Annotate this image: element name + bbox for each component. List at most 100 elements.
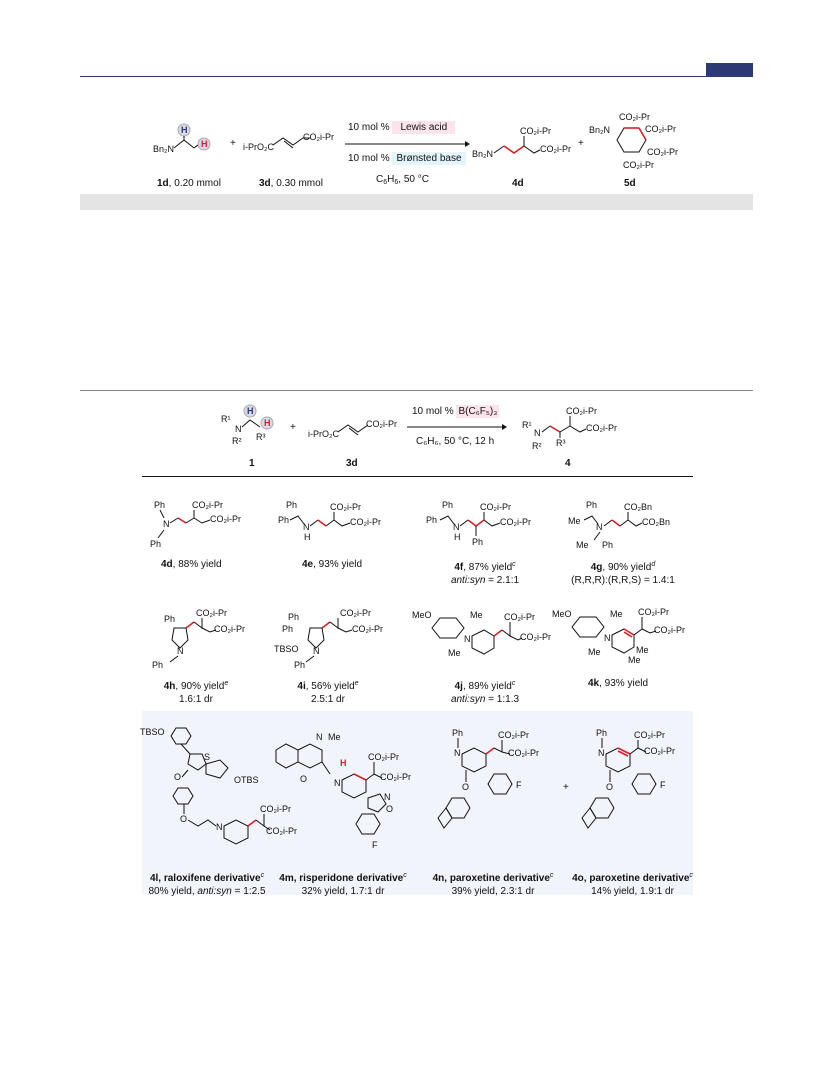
svg-text:CO₂i-Pr: CO₂i-Pr (196, 608, 227, 618)
structure-4j: MeO Me Me N CO₂i-Pr CO₂i-Pr (412, 610, 551, 658)
structure-4h: Ph N Ph CO₂i-Pr CO₂i-Pr (152, 608, 245, 670)
svg-text:S: S (204, 752, 210, 762)
scheme1-reactant1-label: 1d, 0.20 mmol (157, 178, 221, 189)
svg-text:Me: Me (568, 516, 581, 526)
svg-text:N: N (454, 748, 461, 758)
svg-text:CO₂i-Pr: CO₂i-Pr (520, 126, 551, 136)
scheme1-reactant2-label: 3d, 0.30 mmol (259, 178, 323, 189)
svg-text:Bn₂N: Bn₂N (589, 125, 610, 135)
svg-text:CO₂i-Pr: CO₂i-Pr (645, 124, 676, 134)
svg-text:H: H (264, 418, 271, 428)
svg-text:N: N (177, 646, 184, 656)
structure-4k: MeO Me Me N CO₂i-Pr CO₂i-Pr Me Me (552, 607, 685, 665)
svg-text:CO₂i-Pr: CO₂i-Pr (566, 406, 597, 416)
entry-4k-label: 4k, 93% yield (588, 678, 649, 689)
svg-text:CO₂i-Pr: CO₂i-Pr (520, 632, 551, 642)
svg-text:CO₂i-Pr: CO₂i-Pr (192, 500, 223, 510)
scheme-table-rule (142, 476, 693, 477)
section-divider (80, 390, 753, 391)
svg-text:CO₂i-Pr: CO₂i-Pr (623, 160, 654, 170)
structure-4g: Ph Me N Me Ph CO₂Bn CO₂Bn (568, 500, 670, 550)
svg-text:Ph: Ph (586, 500, 597, 510)
svg-text:Ph: Ph (282, 624, 293, 634)
svg-text:N: N (604, 633, 611, 643)
svg-text:CO₂i-Pr: CO₂i-Pr (260, 804, 291, 814)
svg-text:N: N (216, 822, 223, 832)
scheme2-reactant2-structure: i-PrO₂C CO₂i-Pr (308, 419, 397, 439)
svg-text:F: F (372, 840, 378, 850)
svg-text:CO₂i-Pr: CO₂i-Pr (586, 423, 617, 433)
scheme1-product-5d-structure: CO₂i-Pr Bn₂N CO₂i-Pr CO₂i-Pr CO₂i-Pr (589, 112, 678, 170)
svg-text:CO₂i-Pr: CO₂i-Pr (654, 625, 685, 635)
svg-text:CO₂i-Pr: CO₂i-Pr (368, 752, 399, 762)
svg-text:N: N (464, 634, 471, 644)
scheme2-conditions: C₆H₆, 50 °C, 12 h (416, 436, 495, 447)
structure-4i: Ph Ph TBSO N Ph CO₂i-Pr CO₂i-Pr (274, 608, 383, 670)
svg-text:Ph: Ph (426, 515, 437, 525)
svg-text:CO₂i-Pr: CO₂i-Pr (644, 746, 675, 756)
scheme2-product-label: 4 (565, 458, 571, 469)
svg-text:R¹: R¹ (221, 414, 231, 424)
svg-text:Ph: Ph (152, 660, 163, 670)
svg-text:Ph: Ph (150, 539, 161, 549)
svg-text:R³: R³ (256, 432, 266, 442)
svg-text:R³: R³ (556, 438, 566, 448)
structure-4o: Ph N CO₂i-Pr CO₂i-Pr F O (581, 728, 675, 829)
svg-text:CO₂i-Pr: CO₂i-Pr (498, 730, 529, 740)
svg-text:CO₂Bn: CO₂Bn (624, 502, 652, 512)
svg-text:CO₂i-Pr: CO₂i-Pr (480, 502, 511, 512)
svg-text:Ph: Ph (472, 537, 483, 547)
scheme2-product-structure: R¹ N R² CO₂i-Pr CO₂i-Pr R³ (522, 406, 617, 451)
catalyst-loading-top: 10 mol % Lewis acid (348, 121, 456, 134)
svg-text:Me: Me (328, 732, 341, 742)
bn2n-text: Bn₂N (153, 144, 174, 154)
svg-text:H: H (201, 139, 208, 149)
svg-text:CO₂i-Pr: CO₂i-Pr (352, 624, 383, 634)
svg-text:N: N (316, 732, 323, 742)
scheme2-reactant1-label: 1 (249, 458, 255, 469)
svg-text:CO₂i-Pr: CO₂i-Pr (380, 772, 411, 782)
scheme1-conditions: C6H6, 50 °C (376, 174, 429, 186)
svg-text:N: N (453, 522, 460, 532)
scheme2-catalyst: 10 mol % B(C₆F₅)₃ (412, 405, 500, 418)
svg-text:CO₂i-Pr: CO₂i-Pr (647, 147, 678, 157)
scheme2-arrow (407, 424, 507, 430)
svg-text:CO₂i-Pr: CO₂i-Pr (504, 612, 535, 622)
svg-text:CO₂i-Pr: CO₂i-Pr (210, 514, 241, 524)
svg-text:CO₂i-Pr: CO₂i-Pr (340, 608, 371, 618)
header-rule (80, 76, 753, 77)
svg-text:F: F (516, 780, 522, 790)
svg-text:O: O (606, 782, 613, 792)
svg-text:Ph: Ph (286, 500, 297, 510)
svg-text:N: N (303, 522, 310, 532)
entry-4d-label: 4d, 88% yield (161, 559, 222, 570)
svg-text:N: N (384, 792, 391, 802)
svg-text:Ph: Ph (164, 614, 175, 624)
svg-text:Me: Me (610, 609, 623, 619)
section-tab-mark (706, 63, 753, 77)
svg-text:H: H (454, 532, 461, 542)
bronsted-base-tag: Brønsted base (392, 152, 466, 165)
svg-text:TBSO: TBSO (140, 727, 165, 737)
svg-text:Ph: Ph (154, 500, 165, 510)
svg-text:Ph: Ph (278, 515, 289, 525)
svg-text:MeO: MeO (552, 609, 572, 619)
svg-text:Me: Me (448, 648, 461, 658)
svg-text:CO₂i-Pr: CO₂i-Pr (303, 132, 334, 142)
svg-text:N: N (534, 428, 541, 438)
scheme1-plus: + (230, 138, 236, 149)
scheme2-reactant2-label: 3d (346, 458, 358, 469)
svg-text:Ph: Ph (452, 728, 463, 738)
svg-text:N: N (334, 778, 341, 788)
svg-text:R²: R² (232, 436, 242, 446)
svg-text:N: N (313, 646, 320, 656)
svg-text:F: F (660, 780, 666, 790)
lewis-acid-tag: Lewis acid (392, 121, 456, 134)
svg-text:i-PrO₂C: i-PrO₂C (308, 429, 339, 439)
svg-text:Me: Me (470, 610, 483, 620)
svg-text:Ph: Ph (442, 500, 453, 510)
svg-text:CO₂i-Pr: CO₂i-Pr (540, 144, 571, 154)
